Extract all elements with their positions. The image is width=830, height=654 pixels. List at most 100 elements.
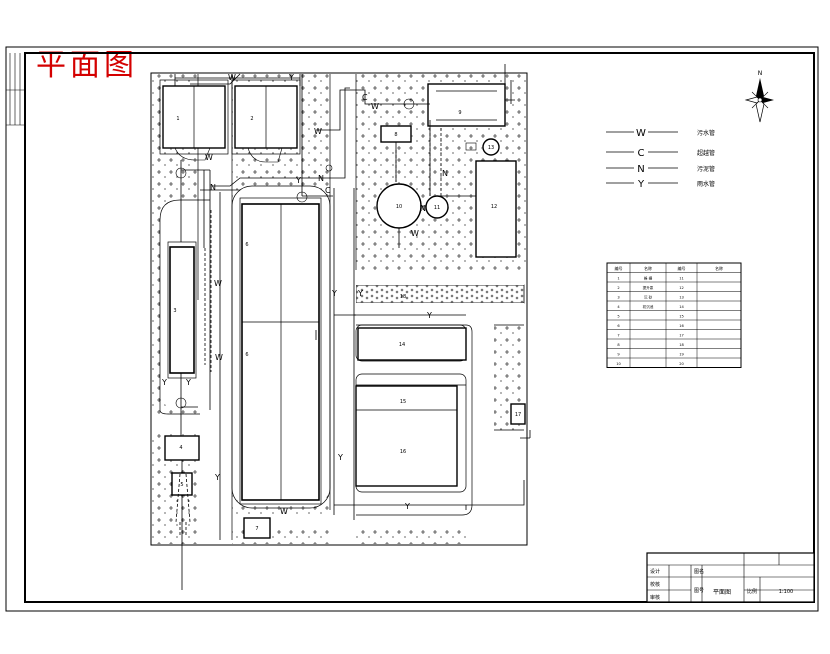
table-cell: 15 bbox=[679, 315, 684, 319]
road-edges bbox=[159, 74, 524, 540]
pipe-letter-y: Y bbox=[214, 473, 220, 482]
table-header-cell: 编号 bbox=[678, 265, 686, 271]
table-cell: 11 bbox=[679, 277, 684, 281]
table-cell: 13 bbox=[679, 296, 684, 300]
dashed-pipes bbox=[175, 128, 442, 536]
table-cell: 格 栅 bbox=[644, 276, 653, 281]
title-label-a: 图名 bbox=[694, 568, 704, 575]
table-cell: 14 bbox=[679, 305, 684, 309]
pipe-letter-n: N bbox=[420, 204, 426, 213]
title-designer-label: 设计 bbox=[650, 568, 660, 575]
table-cell: 16 bbox=[679, 324, 684, 328]
table-cell: 6 bbox=[617, 324, 620, 328]
structures bbox=[162, 83, 526, 539]
unit-number: 13 bbox=[488, 145, 494, 151]
unit-number: 6 bbox=[245, 242, 248, 248]
unit-number: 8 bbox=[394, 132, 397, 138]
table-header-cell: 名称 bbox=[715, 265, 723, 271]
legend-label: 污水管 bbox=[697, 129, 715, 137]
unit-number: 6 bbox=[245, 352, 248, 358]
north-arrow-icon: N bbox=[744, 70, 774, 123]
unit-number: 12 bbox=[491, 204, 497, 210]
pipe-letter-y: Y bbox=[288, 73, 294, 82]
table-cell: 9 bbox=[617, 353, 620, 357]
legend-code: N bbox=[637, 164, 644, 175]
pipe-letter-y: Y bbox=[337, 453, 343, 462]
unit-number: 4 bbox=[179, 445, 182, 451]
table-cell: 20 bbox=[679, 362, 684, 366]
title-label-b: 图号 bbox=[694, 588, 704, 594]
table-cell: 18 bbox=[679, 343, 684, 347]
table-frame bbox=[606, 262, 742, 368]
legend-code: Y bbox=[637, 179, 645, 190]
unit-number: 16 bbox=[400, 449, 406, 455]
legend-label: 超越管 bbox=[697, 149, 715, 157]
legend-code: W bbox=[636, 128, 646, 139]
unit-number: 5 bbox=[180, 482, 183, 488]
pipe-letter-y: Y bbox=[295, 176, 301, 185]
title-scale-label: 比例 bbox=[747, 588, 757, 595]
title-reviewer-label: 审核 bbox=[650, 594, 660, 601]
table-cell: 5 bbox=[617, 315, 619, 319]
pipe-letter-y: Y bbox=[331, 289, 337, 298]
pipe-labels: W Y W W C W N C Y N W W Y Y Y Y Y Y Y Y … bbox=[161, 73, 448, 516]
pipe-letter-n: N bbox=[210, 183, 216, 192]
binding-strip bbox=[6, 53, 25, 126]
table-header-cell: 名称 bbox=[644, 265, 652, 271]
sheet-border bbox=[5, 46, 819, 612]
unit-6-tank bbox=[241, 203, 320, 501]
table-header-cell: 编号 bbox=[615, 265, 623, 271]
table-cell: 初沉池 bbox=[643, 304, 654, 309]
pipe-letter-w: W bbox=[280, 507, 288, 516]
drawing-frame bbox=[24, 52, 815, 603]
pipe-letter-c: C bbox=[362, 93, 368, 102]
pipe-letter-c: C bbox=[325, 186, 331, 195]
pipe-letter-w: W bbox=[371, 102, 379, 111]
pipe-letter-y: Y bbox=[426, 311, 432, 320]
unit-number: 14 bbox=[399, 342, 405, 348]
unit-14-building bbox=[357, 327, 467, 361]
unit-number: 18 bbox=[400, 294, 406, 300]
table-cell: 10 bbox=[616, 362, 621, 366]
unit-number: 2 bbox=[250, 116, 253, 122]
table-cell: 7 bbox=[617, 334, 619, 338]
site-boundary bbox=[150, 72, 528, 546]
pipe-letter-w: W bbox=[215, 353, 223, 362]
table-cell: 17 bbox=[679, 334, 684, 338]
table-cell: 沉 砂 bbox=[644, 295, 653, 300]
unit-13-tank bbox=[482, 138, 500, 156]
unit-number: 3 bbox=[173, 308, 176, 314]
title-block: 设计 校核 审核 图名 图号 平面图 比例 1:100 bbox=[646, 552, 815, 603]
pipe-legend: W C N Y 污水管 超越管 污泥管 雨水管 bbox=[606, 126, 715, 190]
pipe-letter-w: W bbox=[314, 127, 322, 136]
title-scale-value: 1:100 bbox=[779, 589, 793, 595]
pipe-letter-w: W bbox=[228, 73, 236, 82]
pipes bbox=[174, 64, 531, 590]
unit-3-tank bbox=[169, 246, 195, 374]
unit-number: 9 bbox=[458, 110, 461, 116]
table-cell: 8 bbox=[617, 343, 620, 347]
title-checker-label: 校核 bbox=[650, 581, 660, 588]
pipe-letter-y: Y bbox=[357, 289, 363, 298]
unit-numbers: 1 2 3 4 5 6 6 7 8 9 10 11 12 13 14 15 16… bbox=[173, 110, 521, 532]
pipe-letter-w: W bbox=[205, 153, 213, 162]
title-drawing-name: 平面图 bbox=[713, 589, 731, 596]
table-cell: 19 bbox=[679, 353, 684, 357]
pipe-letter-w: W bbox=[214, 279, 222, 288]
table-cell: 2 bbox=[617, 286, 619, 290]
legend-code: C bbox=[638, 148, 645, 159]
unit-number: 15 bbox=[400, 399, 406, 405]
pipe-letter-y: Y bbox=[161, 378, 167, 387]
unit-number: 1 bbox=[176, 116, 179, 122]
pipe-letter-y: Y bbox=[185, 378, 191, 387]
table-cell: 提升泵 bbox=[643, 285, 654, 290]
unit-7-building bbox=[243, 517, 271, 539]
pipe-letter-y: Y bbox=[404, 502, 410, 511]
unit-15-building bbox=[355, 385, 458, 487]
unit-number: 10 bbox=[396, 204, 402, 210]
legend-label: 污泥管 bbox=[697, 165, 715, 173]
pipe-letter-n: N bbox=[318, 174, 324, 183]
